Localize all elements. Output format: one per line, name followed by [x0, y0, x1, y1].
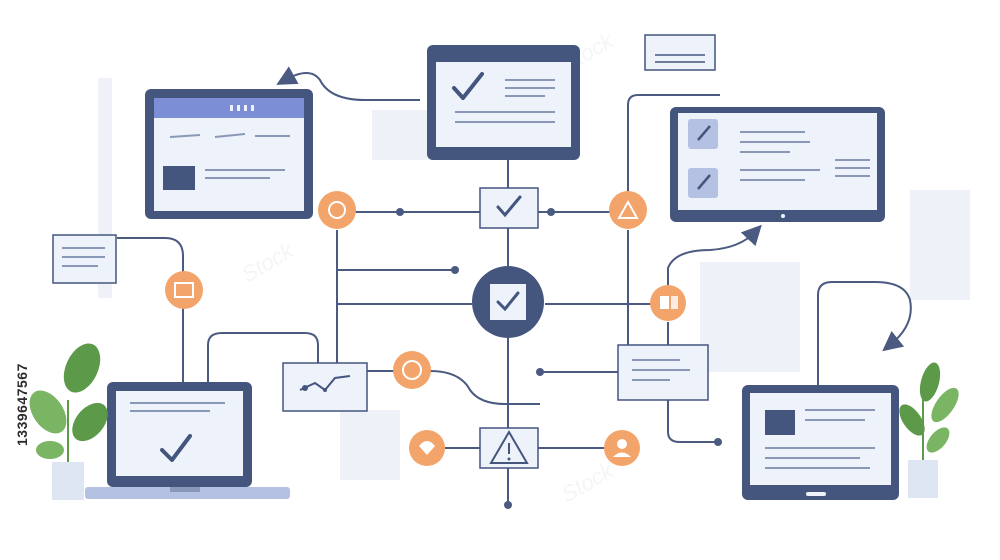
- plant-right: [899, 362, 959, 498]
- tablet-bottom-right: [742, 385, 899, 500]
- trend-chart-card: [282, 362, 368, 412]
- background-tiles: [98, 78, 970, 480]
- connector-lines: [117, 66, 912, 505]
- orange-nodes: [165, 191, 686, 466]
- people-icon: [609, 191, 647, 229]
- checkmark-icon: [496, 291, 520, 312]
- checkmark-icon: [452, 72, 484, 100]
- heart-icon: [409, 430, 445, 466]
- small-label-card: [644, 34, 716, 71]
- person-icon: [604, 430, 640, 466]
- warning-box: [479, 427, 539, 469]
- warning-triangle-icon: [489, 430, 529, 464]
- monitor-top-center: [427, 45, 580, 160]
- face-icon: [318, 191, 356, 229]
- checkmark-icon: [496, 195, 522, 218]
- doc-card-right: [617, 344, 709, 401]
- junction-dots: [396, 208, 722, 509]
- checkmark-icon: [160, 434, 192, 462]
- folder-icon: [165, 271, 203, 309]
- chart-up-icon: [393, 351, 431, 389]
- monitor-top-right: [670, 107, 885, 222]
- laptop-bottom-left: [85, 382, 290, 499]
- check-box-upper: [479, 187, 539, 229]
- user-icon: [650, 285, 686, 321]
- doc-card-left: [52, 234, 117, 284]
- check-circle-center: [472, 266, 544, 338]
- plant-left: [29, 343, 108, 500]
- monitor-top-left: [145, 89, 313, 219]
